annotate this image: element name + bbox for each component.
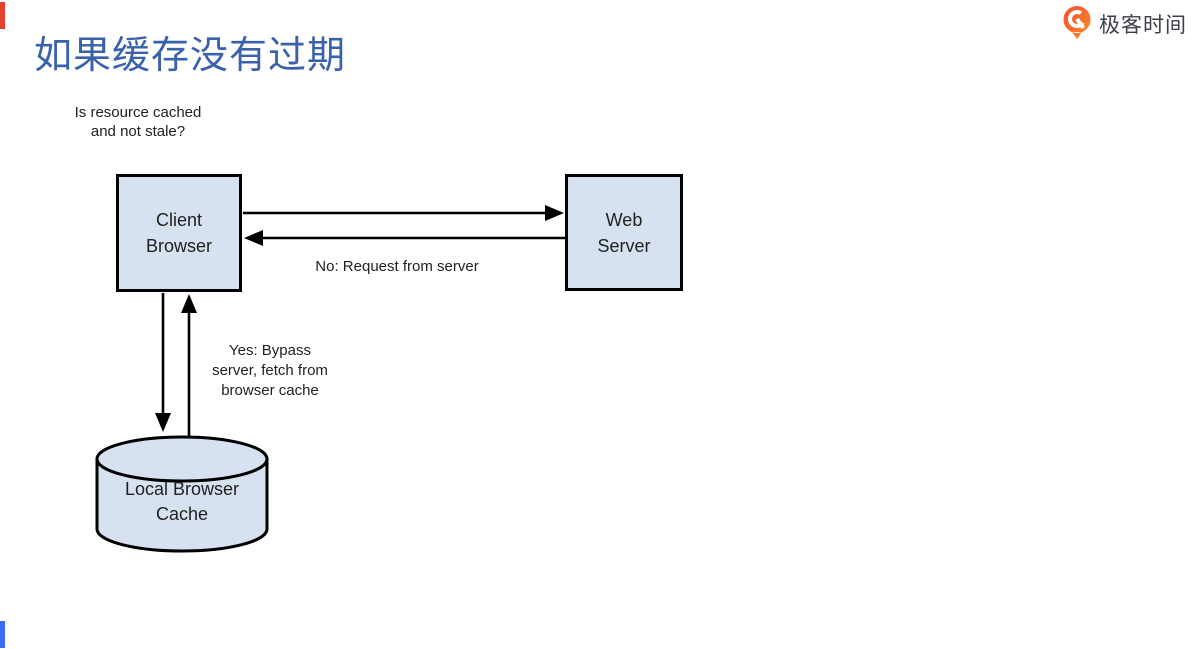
client-browser-box xyxy=(116,174,242,292)
web-server-box xyxy=(565,174,683,291)
page-title: 如果缓存没有过期 xyxy=(34,35,347,77)
question-text: Is resource cached and not stale? xyxy=(74,104,202,140)
web-server-label: Web Server xyxy=(597,209,651,256)
arrow-server-to-client xyxy=(244,230,565,246)
blue-edge-marker xyxy=(0,621,5,648)
arrow-client-to-server xyxy=(243,205,564,221)
no-branch-label: No: Request from server xyxy=(315,258,479,275)
arrow-client-to-cache xyxy=(155,293,171,432)
cache-flow-diagram xyxy=(95,174,683,553)
arrow-cache-to-client xyxy=(181,294,197,438)
yes-branch-label: Yes: Bypass server, fetch from browser c… xyxy=(212,342,328,399)
client-browser-label: Client Browser xyxy=(145,210,212,256)
local-browser-cache-label: Local Browser Cache xyxy=(124,479,240,524)
brand-logo: 极客时间 xyxy=(1062,5,1187,42)
local-browser-cache-cylinder xyxy=(95,435,269,553)
red-edge-marker xyxy=(0,2,5,29)
geektime-logo-icon xyxy=(1063,6,1091,39)
brand-name: 极客时间 xyxy=(1099,13,1187,37)
